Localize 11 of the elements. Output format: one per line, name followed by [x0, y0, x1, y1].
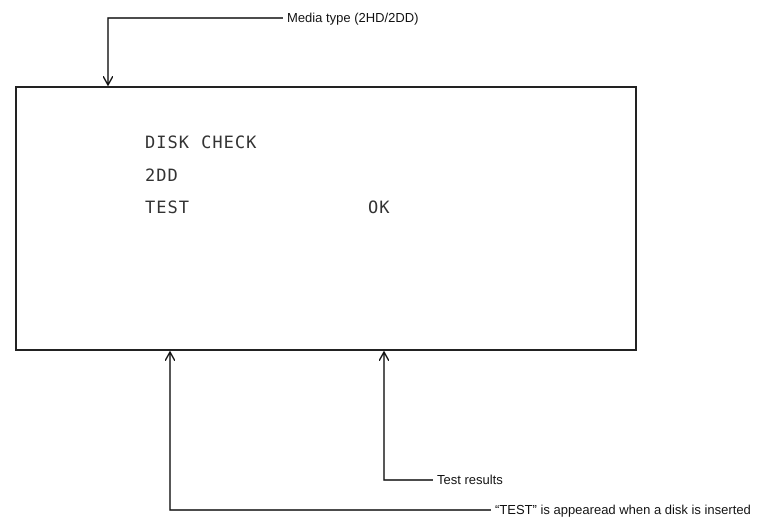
screen-text: OK: [368, 198, 390, 218]
screen-text: TEST: [145, 198, 190, 218]
display-screen: [15, 86, 637, 351]
leader-line: [102, 17, 283, 86]
leader-line: [164, 351, 491, 511]
leader-line: [378, 351, 433, 481]
screen-text: DISK CHECK: [145, 133, 258, 153]
callout-text: “TEST” is appearead when a disk is inserted: [495, 501, 751, 519]
callout-text: Test results: [437, 471, 503, 489]
callout-text: Media type (2HD/2DD): [287, 9, 418, 27]
screen-text: 2DD: [145, 166, 179, 186]
